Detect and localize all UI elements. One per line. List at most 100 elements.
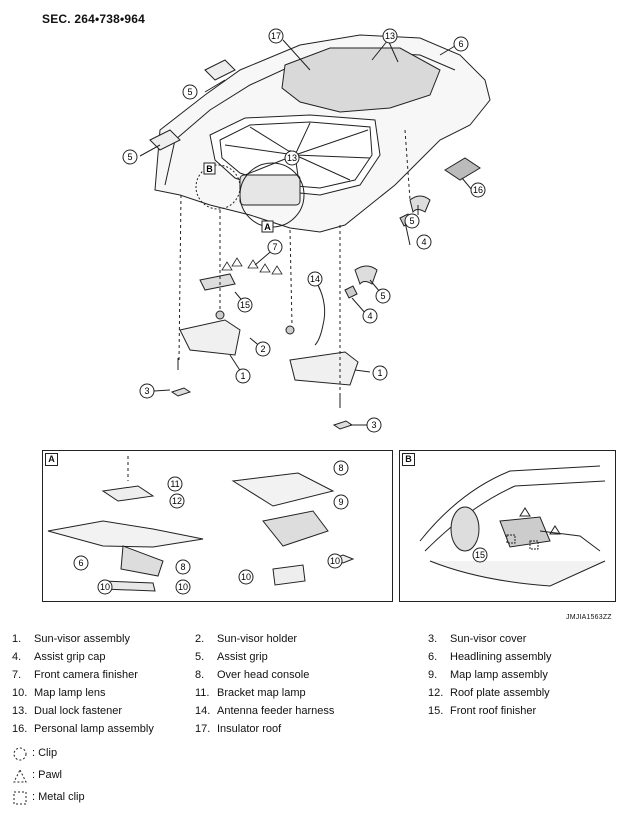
svg-text:11: 11 bbox=[170, 479, 179, 489]
callout-13-top: 13 bbox=[382, 28, 398, 44]
legend-item-name: Sun-visor cover bbox=[450, 633, 527, 645]
legend-item-name: Antenna feeder harness bbox=[217, 705, 335, 717]
svg-text:16: 16 bbox=[473, 185, 483, 195]
legend-item: 7. Front camera finisher bbox=[12, 669, 212, 687]
inset-b-tag: B bbox=[402, 453, 415, 466]
section-code: SEC. 264•738•964 bbox=[42, 12, 146, 26]
callouts: 17 13 6 5 5 13 16 5 4 7 14 5 15 4 2 1 1 … bbox=[122, 28, 486, 433]
legend-item: 15.Front roof finisher bbox=[428, 705, 622, 723]
legend-item: 1.Sun-visor assembly bbox=[12, 633, 212, 651]
legend-item-number: 7. bbox=[12, 669, 22, 681]
inset-b-box: B 15 bbox=[399, 450, 616, 602]
legend-item-name: Map lamp lens bbox=[34, 687, 106, 699]
svg-text:6: 6 bbox=[458, 39, 463, 49]
legend-item-name: Front camera finisher bbox=[34, 669, 138, 681]
legend-item-number: 11. bbox=[195, 687, 210, 699]
sun-visor-left-shape bbox=[179, 319, 241, 356]
svg-text:15: 15 bbox=[240, 300, 250, 310]
svg-text:15: 15 bbox=[475, 550, 485, 560]
pawl-triangle-icon bbox=[13, 768, 27, 783]
svg-text:4: 4 bbox=[421, 237, 426, 247]
legend-item-number: 8. bbox=[195, 669, 205, 681]
inset-a-callout-8-left: 8 bbox=[175, 559, 191, 575]
svg-text:5: 5 bbox=[187, 87, 192, 97]
inset-a-drawing: 11 12 6 8 10 10 8 9 10 10 bbox=[47, 456, 355, 595]
legend-item-number: 6. bbox=[428, 651, 438, 663]
legend-item-number: 5. bbox=[195, 651, 205, 663]
callout-13-mid: 13 bbox=[284, 150, 300, 166]
headlining-exploded-diagram: 17 13 6 5 5 13 16 5 4 7 14 5 15 4 2 1 1 … bbox=[122, 28, 491, 433]
legend-item: 9.Map lamp assembly bbox=[428, 669, 622, 687]
symbol-pawl-label: : Pawl bbox=[32, 769, 62, 781]
callout-6: 6 bbox=[453, 36, 469, 52]
svg-text:14: 14 bbox=[310, 274, 320, 284]
legend-item-number: 15. bbox=[428, 705, 444, 717]
svg-text:13: 13 bbox=[385, 31, 395, 41]
legend-item: 16. Personal lamp assembly bbox=[12, 723, 212, 741]
svg-text:10: 10 bbox=[241, 572, 251, 582]
svg-text:1: 1 bbox=[377, 368, 382, 378]
legend-item-name: Over head console bbox=[217, 669, 310, 681]
inset-a-tag: A bbox=[45, 453, 58, 466]
legend-item-name: Bracket map lamp bbox=[217, 687, 306, 699]
svg-text:10: 10 bbox=[178, 582, 188, 592]
legend-item-name: Personal lamp assembly bbox=[34, 723, 154, 735]
sun-visor-right-shape bbox=[289, 351, 359, 386]
clip-circle-icon bbox=[13, 747, 27, 761]
svg-text:10: 10 bbox=[100, 582, 110, 592]
svg-text:2: 2 bbox=[260, 344, 265, 354]
svg-text:17: 17 bbox=[271, 31, 281, 41]
legend-item: 17.Insulator roof bbox=[195, 723, 395, 741]
legend-item-number: 17. bbox=[195, 723, 211, 735]
callout-4-a: 4 bbox=[416, 234, 432, 250]
legend-item-name: Roof plate assembly bbox=[450, 687, 550, 699]
svg-text:13: 13 bbox=[287, 153, 297, 163]
callout-2: 2 bbox=[255, 341, 271, 357]
svg-text:12: 12 bbox=[172, 496, 182, 506]
callout-14: 14 bbox=[307, 271, 323, 287]
legend-item: 11. Bracket map lamp bbox=[195, 687, 395, 705]
legend-item-name: Headlining assembly bbox=[450, 651, 552, 663]
inset-a-box: A 11 12 6 8 10 10 8 9 10 10 bbox=[42, 450, 393, 602]
svg-text:10: 10 bbox=[330, 556, 340, 566]
callout-5-b: 5 bbox=[122, 149, 138, 165]
metal-clip-square-icon bbox=[13, 791, 27, 805]
inset-a-callout-10-mid: 10 bbox=[327, 553, 343, 569]
legend-item: 6. Headlining assembly bbox=[428, 651, 622, 669]
svg-text:5: 5 bbox=[127, 152, 132, 162]
symbol-clip-label: : Clip bbox=[32, 747, 58, 759]
legend-item-name: Map lamp assembly bbox=[450, 669, 548, 681]
svg-text:8: 8 bbox=[338, 463, 343, 473]
legend-item-number: 1. bbox=[12, 633, 22, 645]
inset-a-callout-10-left: 10 bbox=[97, 579, 113, 595]
callout-16: 16 bbox=[470, 182, 486, 198]
legend-item: 12.Roof plate assembly bbox=[428, 687, 622, 705]
legend-item: 14. Antenna feeder harness bbox=[195, 705, 395, 723]
callout-4-b: 4 bbox=[362, 308, 378, 324]
legend-item-number: 16. bbox=[12, 723, 28, 735]
legend-item: 2.Sun-visor holder bbox=[195, 633, 395, 651]
inset-a-callout-10-bottom: 10 bbox=[238, 569, 254, 585]
callout-5-a: 5 bbox=[182, 84, 198, 100]
insulator-roof-shape bbox=[281, 47, 441, 113]
callout-1-a: 1 bbox=[235, 368, 251, 384]
svg-text:6: 6 bbox=[78, 558, 83, 568]
svg-text:4: 4 bbox=[367, 311, 372, 321]
legend-item-number: 10. bbox=[12, 687, 28, 699]
legend-item-number: 14. bbox=[195, 705, 211, 717]
symbol-metal-clip-label: : Metal clip bbox=[32, 791, 85, 803]
callout-3-b: 3 bbox=[366, 417, 382, 433]
legend-item: 13.Dual lock fastener bbox=[12, 705, 212, 723]
svg-text:7: 7 bbox=[272, 242, 277, 252]
svg-text:5: 5 bbox=[380, 291, 385, 301]
callout-1-b: 1 bbox=[372, 365, 388, 381]
legend-item: 4.Assist grip cap bbox=[12, 651, 212, 669]
inset-marker-b: B bbox=[206, 164, 213, 174]
legend-item: 3.Sun-visor cover bbox=[428, 633, 622, 651]
callout-17: 17 bbox=[268, 28, 284, 44]
inset-a-callout-9: 9 bbox=[333, 494, 349, 510]
inset-marker-a: A bbox=[264, 222, 271, 232]
inset-b-callout-15: 15 bbox=[472, 547, 488, 563]
svg-text:3: 3 bbox=[144, 386, 149, 396]
inset-a-callout-12: 12 bbox=[169, 493, 185, 509]
